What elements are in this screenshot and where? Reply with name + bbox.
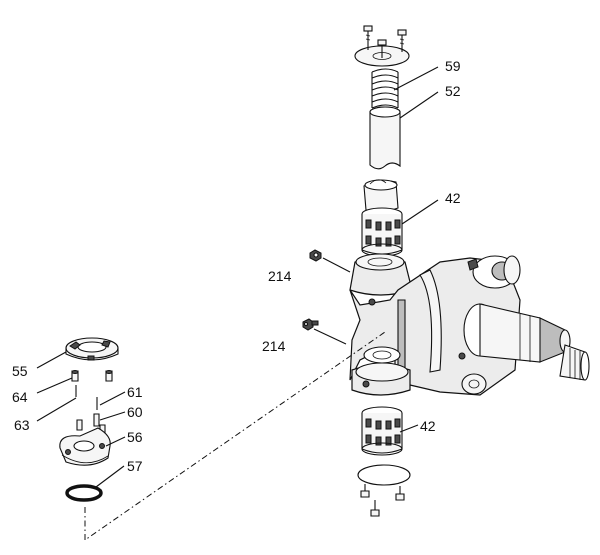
part-label-59: 59 [445,58,461,74]
o-ring-57 [65,484,103,502]
assembly-centerline [84,331,386,541]
grease-fitting-214-lower [302,318,319,331]
part-label-56: 56 [127,429,143,445]
part-label-60: 60 [127,404,143,420]
retainer-plate-55 [65,337,119,361]
bottom-cover-bolt [360,484,370,498]
part-label-55: 55 [12,363,28,379]
sleeve-bushing [363,179,399,213]
steering-knuckle-housing [349,253,590,396]
bottom-cover-bolt [395,486,405,501]
pin-60 [93,413,100,427]
cam-flange-56 [59,427,111,466]
top-cap-bolt [363,25,373,50]
tube-52 [369,106,401,170]
part-label-61: 61 [127,384,143,400]
spring-59 [371,68,399,109]
top-cap-bolt [397,29,407,52]
bottom-cover-bolt [370,500,380,517]
part-label-214-lower: 214 [262,338,286,354]
part-label-63: 63 [14,417,30,433]
dowel-pin-64 [71,370,79,382]
top-cap-bolt [377,39,387,58]
needle-bearing-42-lower [361,406,403,456]
part-label-52: 52 [445,83,461,99]
part-label-214-upper: 214 [268,268,292,284]
needle-bearing-42-upper [361,207,403,257]
leader-lines [36,66,439,488]
dowel-pin-64 [105,370,113,382]
pin-left [76,419,83,431]
part-label-57: 57 [127,458,143,474]
part-label-64: 64 [12,389,28,405]
part-label-42-upper: 42 [445,190,461,206]
part-label-42-lower: 42 [420,418,436,434]
grease-fitting-214-upper [309,249,322,262]
bottom-cover-plate [357,464,411,486]
